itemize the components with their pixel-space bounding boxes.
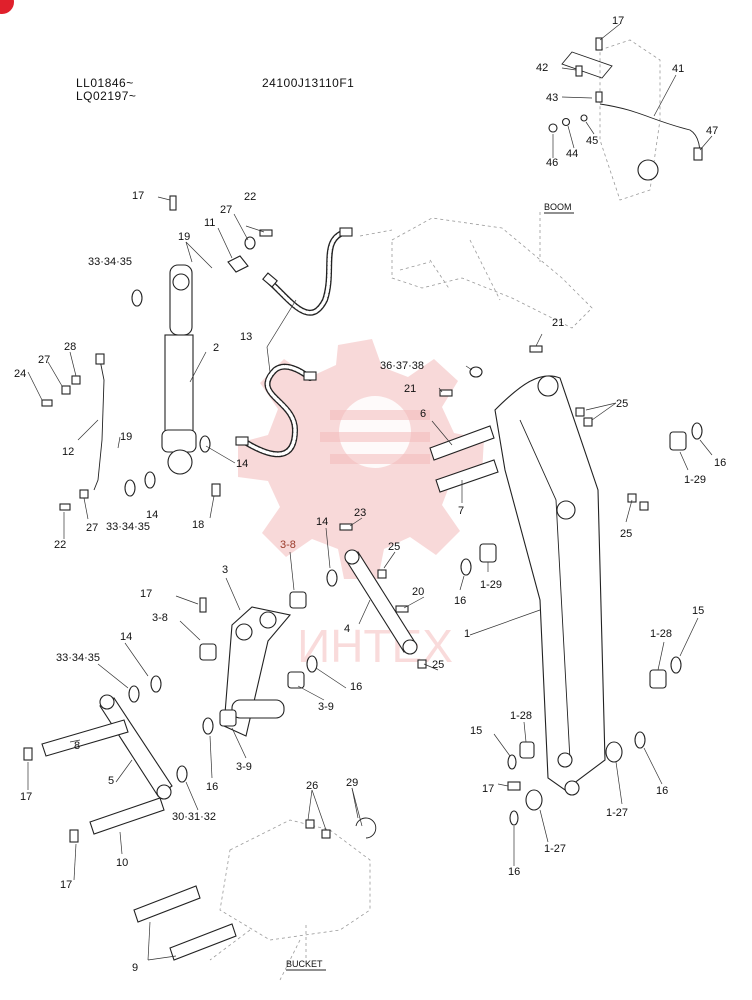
callout-25: 25 [388,541,400,553]
callout-17: 17 [20,791,32,803]
callout-16: 16 [350,681,362,693]
watermark-text: ИНТЕХ [297,620,453,672]
pins [41,425,499,961]
bushings-and-shims [23,195,703,843]
link-part-4 [344,549,418,655]
link-part-3 [223,606,292,737]
callout-14: 14 [236,458,248,470]
callout-1-27: 1-27 [544,843,566,855]
callout-16: 16 [656,785,668,797]
callout-12: 12 [62,446,74,458]
callout-13: 13 [240,331,252,343]
callout-14: 14 [316,516,328,528]
callout-14: 14 [146,509,158,521]
arm-assembly [494,375,606,796]
drawing-number: 24100J13110F1 [262,76,355,90]
callout-11: 11 [204,217,215,229]
callout-16: 16 [454,595,466,607]
callout-17: 17 [60,879,72,891]
callout-25: 25 [620,528,632,540]
callout-1-28: 1-28 [650,628,672,640]
callout-16: 16 [714,457,726,469]
callout-1-27: 1-27 [606,807,628,819]
callout-7: 7 [458,505,464,517]
callout-29: 29 [346,777,358,789]
callout-17: 17 [612,15,624,27]
callout-43: 43 [546,92,558,104]
callout-19: 19 [120,431,132,443]
callout-1-28: 1-28 [510,710,532,722]
callout-33-34-35: 33·34·35 [88,256,132,268]
callout-3: 3 [222,564,228,576]
callout-3-9: 3-9 [236,761,252,773]
callout-18: 18 [192,519,204,531]
hydraulic-hose-lower [235,363,317,458]
callout-30-31-32: 30·31·32 [172,811,216,823]
callout-28: 28 [64,341,76,353]
boom-reference-outline [359,212,593,329]
caption-bucket: BUCKET [286,959,323,969]
serial-range-2: LQ02197~ [76,89,137,103]
callout-17: 17 [140,588,152,600]
callout-33-34-35: 33·34·35 [56,652,100,664]
callout-3-8: 3-8 [152,612,168,624]
callout-1-29: 1-29 [684,474,706,486]
callout-16: 16 [206,781,218,793]
bucket-reference-outline [209,819,371,981]
callout-3-8: 3-8 [280,539,296,551]
callout-17: 17 [132,190,144,202]
callout-42: 42 [536,62,548,74]
callout-21: 21 [552,317,564,329]
callout-46: 46 [546,157,558,169]
callout-47: 47 [706,125,718,137]
callout-10: 10 [116,857,128,869]
callout-17: 17 [482,783,494,795]
callout-44: 44 [566,148,578,160]
callout-22: 22 [54,539,66,551]
callout-27: 27 [38,354,50,366]
caption-boom: BOOM [544,202,572,212]
callout-15: 15 [470,725,482,737]
callout-6: 6 [420,408,426,420]
callout-14: 14 [120,631,132,643]
callout-labels: 1 1-27 1-27 1-28 1-28 1-29 1-29 2 3 3-8 … [14,15,726,974]
callout-5: 5 [108,775,114,787]
callout-4: 4 [344,623,350,635]
callout-2: 2 [213,342,219,354]
hydraulic-cylinder [161,264,197,475]
callout-16: 16 [508,866,520,878]
callout-25: 25 [616,398,628,410]
hydraulic-hose-upper [262,227,353,316]
grease-line-detail [548,37,703,201]
callout-1-29: 1-29 [480,579,502,591]
callout-8: 8 [74,740,80,752]
callout-27: 27 [86,522,98,534]
leader-lines [27,23,713,961]
callout-33-34-35: 33·34·35 [106,521,150,533]
callout-3-9: 3-9 [318,701,334,713]
callout-24: 24 [14,368,26,380]
callout-9: 9 [132,962,138,974]
callout-45: 45 [586,135,598,147]
callout-20: 20 [412,586,424,598]
serial-range-1: LL01846~ [76,76,134,90]
callout-25: 25 [432,659,444,671]
callout-19: 19 [178,231,190,243]
watermark-gear-logo [238,339,484,579]
callout-22: 22 [244,191,256,203]
callout-15: 15 [692,605,704,617]
callout-36-37-38: 36·37·38 [380,360,424,372]
callout-26: 26 [306,780,318,792]
callout-41: 41 [672,63,684,75]
callout-1: 1 [464,628,470,640]
callout-27: 27 [220,204,232,216]
callout-21: 21 [404,383,416,395]
callout-23: 23 [354,507,366,519]
